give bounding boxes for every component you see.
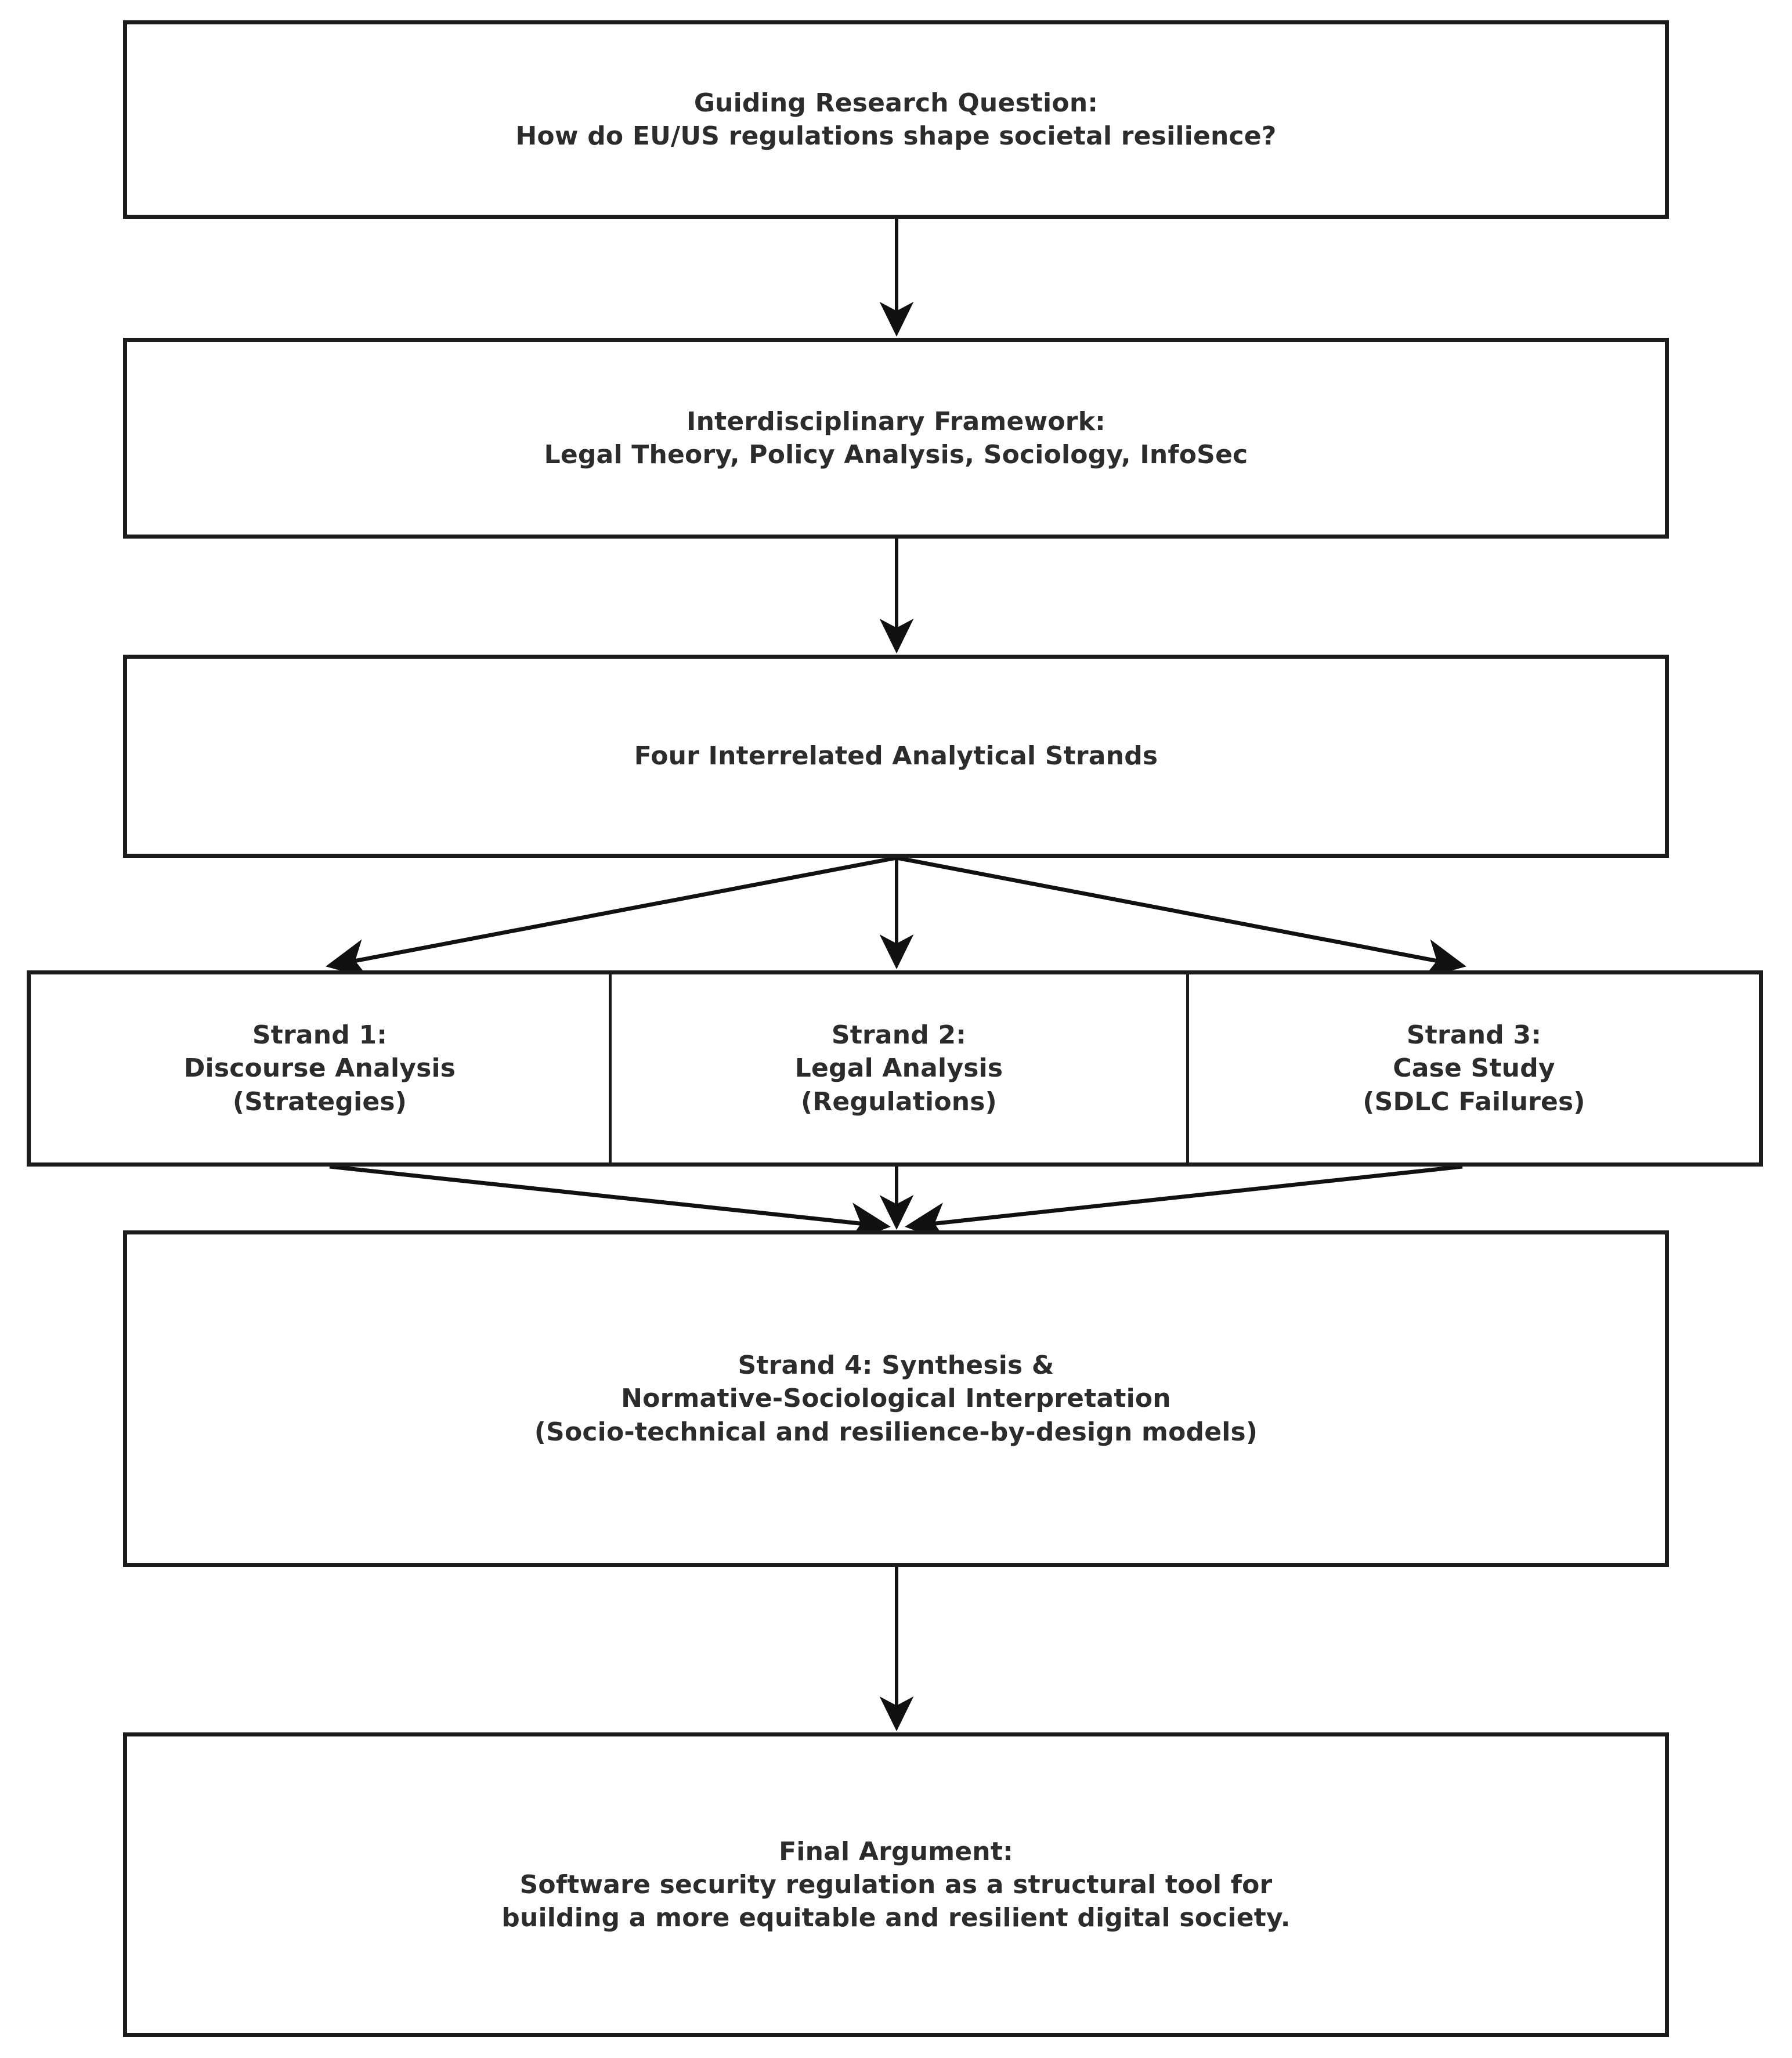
- node-strand-3-case-study[interactable]: Strand 3: Case Study (SDLC Failures): [1189, 974, 1759, 1162]
- node-strand-4-synthesis-label: Strand 4: Synthesis & Normative-Sociolog…: [534, 1351, 1258, 1447]
- node-guiding-research-question-label: Guiding Research Question: How do EU/US …: [515, 88, 1277, 151]
- node-four-interrelated-analytical-strands-label: Four Interrelated Analytical Strands: [634, 741, 1158, 771]
- node-strand-4-synthesis[interactable]: Strand 4: Synthesis & Normative-Sociolog…: [123, 1230, 1669, 1567]
- strand-row: Strand 1: Discourse Analysis (Strategies…: [27, 970, 1763, 1167]
- edge-strands-to-strand-1: [326, 855, 897, 979]
- node-strand-1-label: Strand 1: Discourse Analysis (Strategies…: [183, 1020, 456, 1117]
- node-final-argument-label: Final Argument: Software security regula…: [501, 1836, 1291, 1933]
- node-strand-1-discourse-analysis[interactable]: Strand 1: Discourse Analysis (Strategies…: [31, 974, 612, 1162]
- edge-strand-1-to-synthesis: [329, 1164, 891, 1243]
- node-four-interrelated-analytical-strands[interactable]: Four Interrelated Analytical Strands: [123, 655, 1669, 858]
- node-strand-2-label: Strand 2: Legal Analysis (Regulations): [794, 1020, 1003, 1117]
- node-guiding-research-question[interactable]: Guiding Research Question: How do EU/US …: [123, 20, 1669, 219]
- node-interdisciplinary-framework[interactable]: Interdisciplinary Framework: Legal Theor…: [123, 338, 1669, 539]
- node-strand-2-legal-analysis[interactable]: Strand 2: Legal Analysis (Regulations): [612, 974, 1189, 1162]
- node-interdisciplinary-framework-label: Interdisciplinary Framework: Legal Theor…: [544, 406, 1248, 470]
- edge-strands-to-strand-3: [896, 855, 1466, 979]
- edge-strand-3-to-synthesis: [905, 1164, 1463, 1243]
- node-strand-3-label: Strand 3: Case Study (SDLC Failures): [1363, 1020, 1585, 1117]
- node-final-argument[interactable]: Final Argument: Software security regula…: [123, 1732, 1669, 2037]
